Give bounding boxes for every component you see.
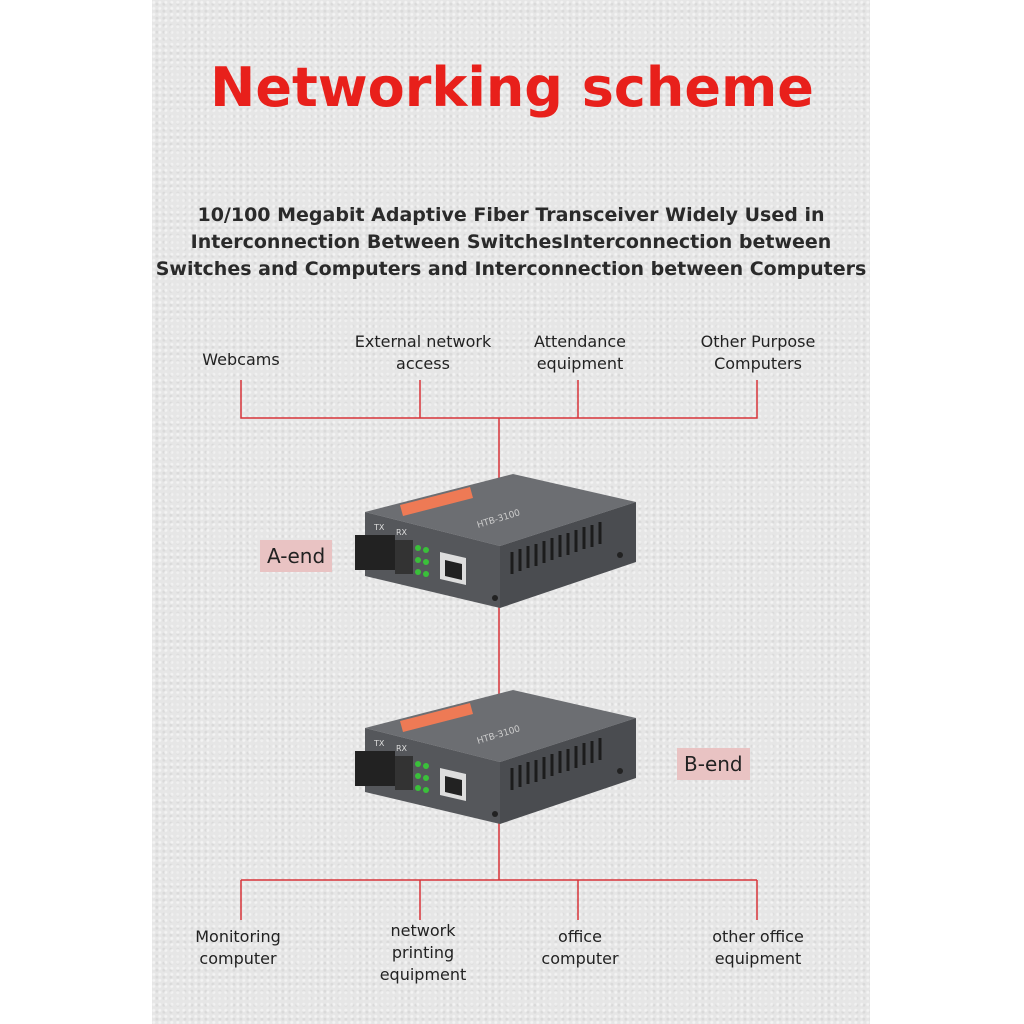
b-end-label: B-end [677,748,750,780]
top-device-external-network: External network access [354,332,492,373]
top-device-other-computers: Other Purpose Computers [700,332,816,373]
b-end-transceiver-image: TX RX HTB-3100 [353,688,638,826]
rx-port-label: RX [396,528,408,537]
rx-port-label: RX [396,744,408,753]
bottom-device-office-computer: office computer [541,927,619,968]
bottom-device-other-office: other office equipment [712,927,804,968]
a-end-transceiver-image: TX RX HTB-3100 [353,472,638,610]
bottom-device-printing: network printing equipment [379,921,467,984]
a-end-label: A-end [260,540,333,572]
tx-port-label: TX [373,739,385,748]
subtitle: 10/100 Megabit Adaptive Fiber Transceive… [155,204,867,280]
bottom-bus-line [240,815,758,920]
tx-port-label: TX [373,523,385,532]
bottom-device-monitoring: Monitoring computer [195,927,281,968]
top-bus-line [240,380,758,490]
top-device-webcams: Webcams [202,350,280,369]
page-title: Networking scheme [210,56,814,119]
top-device-attendance: Attendance equipment [534,332,626,373]
